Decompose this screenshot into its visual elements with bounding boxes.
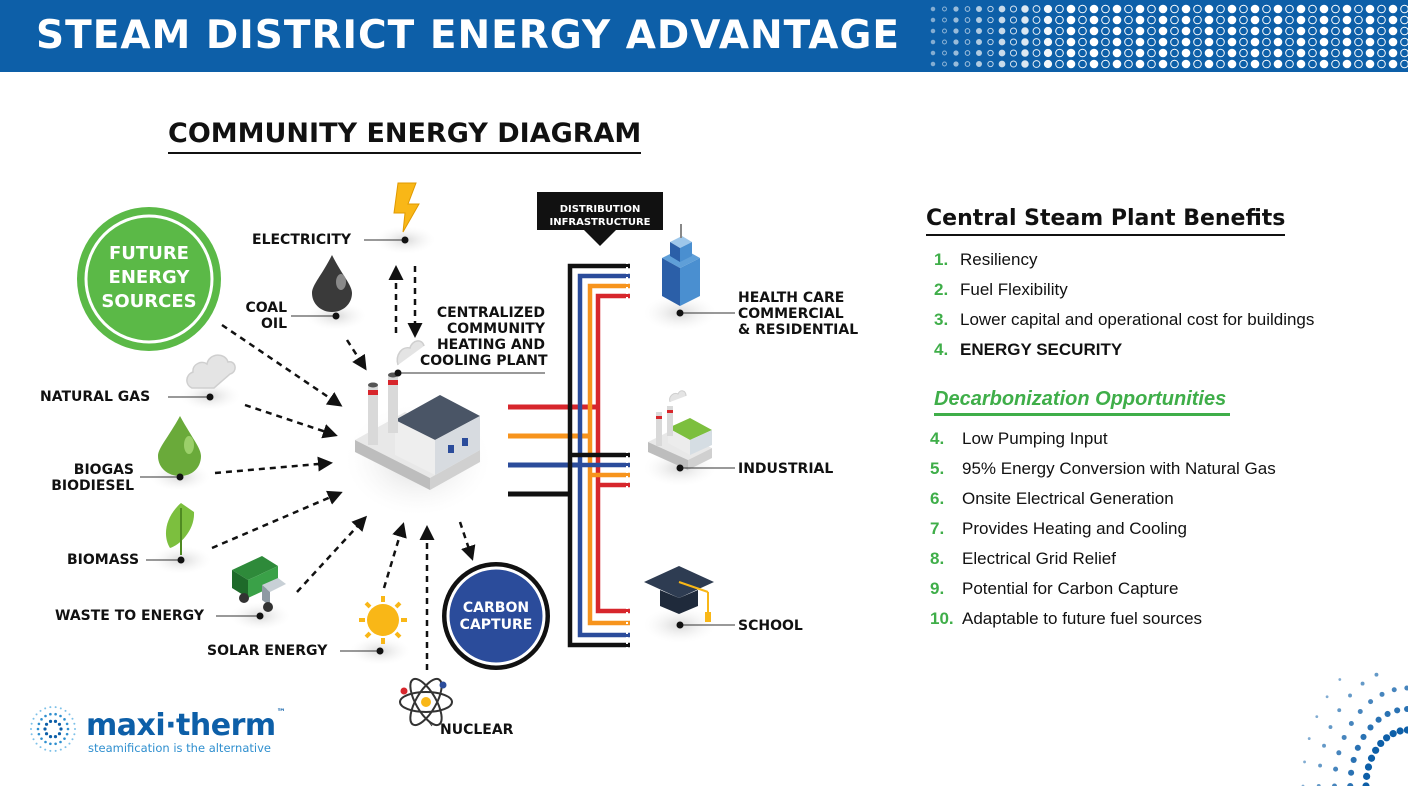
dot-pattern-decoration bbox=[930, 4, 1408, 69]
coal-oil-label: COAL OIL bbox=[245, 300, 287, 332]
header-bar: STEAM DISTRICT ENERGY ADVANTAGE bbox=[0, 0, 1408, 72]
arrow-natural-gas bbox=[244, 403, 338, 439]
leader-dots bbox=[176, 236, 684, 655]
garbage-truck-icon bbox=[232, 556, 286, 612]
future-energy-ring bbox=[84, 214, 214, 344]
graduation-cap-icon bbox=[644, 566, 714, 622]
nuclear-label: NUCLEAR bbox=[440, 722, 514, 738]
logo-wordmark: maxi·therm™ bbox=[86, 708, 286, 743]
industrial-label: INDUSTRIAL bbox=[738, 461, 834, 477]
arrow-carbon bbox=[458, 521, 476, 561]
arrow-solar bbox=[382, 522, 407, 589]
natural-gas-label: NATURAL GAS bbox=[40, 389, 151, 405]
corner-dot-decoration bbox=[1301, 672, 1408, 786]
office-building-icon bbox=[662, 224, 700, 306]
future-energy-sources-label: FUTURE ENERGY SOURCES bbox=[101, 243, 197, 312]
plant-pipes bbox=[508, 404, 598, 497]
biomass-label: BIOMASS bbox=[67, 552, 140, 568]
lightning-icon bbox=[393, 182, 420, 233]
biogas-drop-icon bbox=[158, 416, 201, 476]
sun-icon bbox=[359, 596, 407, 644]
carbon-capture-label: CARBON CAPTURE bbox=[459, 600, 533, 633]
arrow-coal-oil bbox=[345, 339, 367, 371]
page-title: STEAM DISTRICT ENERGY ADVANTAGE bbox=[36, 13, 901, 58]
central-plant-icon bbox=[355, 340, 480, 490]
arrow-biomass bbox=[211, 490, 343, 550]
oil-drop-icon bbox=[312, 255, 352, 312]
benefits-title: Central Steam Plant Benefits bbox=[926, 206, 1286, 236]
distribution-pipes bbox=[567, 263, 630, 648]
arrow-waste bbox=[296, 515, 368, 593]
electricity-label: ELECTRICITY bbox=[252, 232, 352, 248]
solar-energy-label: SOLAR ENERGY bbox=[207, 643, 328, 659]
distribution-badge bbox=[537, 192, 663, 246]
input-arrows bbox=[211, 265, 476, 670]
health-care-label: HEALTH CARE COMMERCIAL & RESIDENTIAL bbox=[738, 290, 859, 338]
energy-diagram bbox=[77, 182, 735, 727]
plant-label: CENTRALIZED COMMUNITY HEATING AND COOLIN… bbox=[420, 305, 548, 369]
waste-to-energy-label: WASTE TO ENERGY bbox=[55, 608, 204, 624]
distribution-infrastructure-label: DISTRIBUTION INFRASTRUCTURE bbox=[549, 204, 651, 228]
logo-mark-icon bbox=[30, 706, 76, 752]
arrow-biogas bbox=[214, 456, 333, 475]
diagram-title: COMMUNITY ENERGY DIAGRAM bbox=[168, 118, 642, 154]
logo-tagline: steamification is the alternative bbox=[88, 741, 271, 755]
atom-icon bbox=[399, 677, 453, 727]
biogas-biodiesel-label: BIOGAS BIODIESEL bbox=[51, 462, 134, 494]
carbon-capture-circle bbox=[446, 566, 546, 666]
factory-icon bbox=[648, 390, 712, 470]
leader-lines bbox=[140, 239, 735, 727]
arrow-future bbox=[221, 323, 343, 407]
school-label: SCHOOL bbox=[738, 618, 803, 634]
future-energy-circle bbox=[77, 207, 221, 351]
decarbonization-title: Decarbonization Opportunities bbox=[934, 388, 1231, 416]
gas-cloud-icon bbox=[186, 354, 236, 389]
